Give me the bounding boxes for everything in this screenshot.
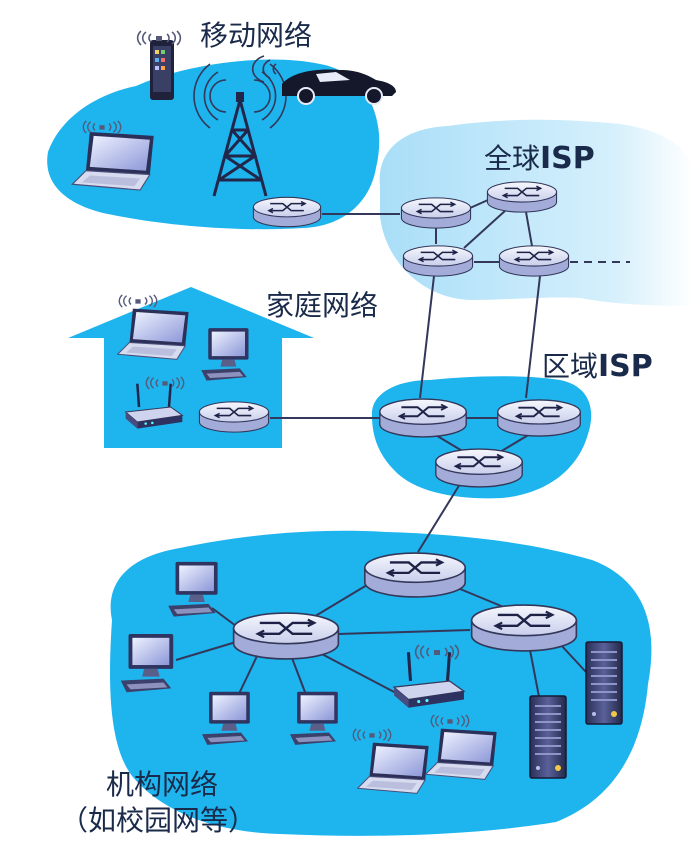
router-institutional-left (232, 611, 340, 661)
link-regional-institutional (417, 483, 461, 553)
router-global-c (402, 245, 474, 277)
institutional-network-label: 机构网络 (106, 768, 218, 801)
link-inst-router-desktop1 (211, 607, 237, 627)
link-regional-left-bottom (433, 433, 465, 453)
router-global-b (486, 181, 558, 213)
router-institutional-top (363, 551, 467, 599)
router-institutional-right (470, 603, 578, 653)
link-inst-router-ap (317, 651, 399, 695)
desktop-home-icon (201, 328, 249, 381)
link-global-to-regional-right (525, 275, 541, 399)
link-global-a-b (469, 199, 489, 209)
router-regional-bottom (434, 448, 524, 488)
router-regional-left (378, 398, 468, 438)
router-mobile (252, 196, 322, 228)
link-inst-top-left (311, 581, 373, 619)
laptop-home-wireless-icon (118, 293, 158, 309)
link-global-b-d (525, 211, 533, 247)
global-isp-label-en: ISP (540, 141, 595, 176)
cell-tower-icon (193, 63, 287, 197)
smartphone-icon (150, 40, 174, 100)
link-global-to-regional-left (419, 275, 435, 399)
regional-isp-label: 区域ISP (542, 349, 653, 384)
link-regional-right-bottom (499, 433, 531, 453)
server-2-icon (529, 695, 567, 779)
server-1-icon (585, 641, 623, 725)
desktop-institution-3-icon (201, 691, 250, 745)
car-icon (282, 69, 396, 105)
global-isp-label-cn: 全球 (484, 142, 540, 175)
institutional-network-sublabel: （如校园网等） (60, 804, 256, 837)
desktop-institution-1-icon (168, 561, 218, 617)
car-wireless-icon (251, 55, 277, 83)
regional-isp-label-en: ISP (598, 349, 653, 384)
link-inst-router-desktop2 (175, 641, 237, 661)
link-inst-router-server2 (529, 649, 541, 703)
link-inst-router-server1 (559, 643, 587, 673)
router-regional-right (496, 398, 582, 438)
router-home (198, 401, 270, 433)
router-global-a (400, 197, 472, 229)
links (175, 199, 587, 703)
regional-isp-label-cn: 区域 (542, 350, 598, 383)
link-inst-left-right (337, 629, 471, 635)
link-global-b-c (463, 209, 507, 249)
desktop-institution-4-icon (289, 691, 338, 745)
home-network-label: 家庭网络 (266, 289, 378, 322)
mobile-network-label: 移动网络 (200, 19, 312, 52)
desktop-institution-2-icon (120, 633, 174, 693)
global-isp-label: 全球ISP (484, 141, 595, 176)
router-global-d (498, 245, 570, 277)
